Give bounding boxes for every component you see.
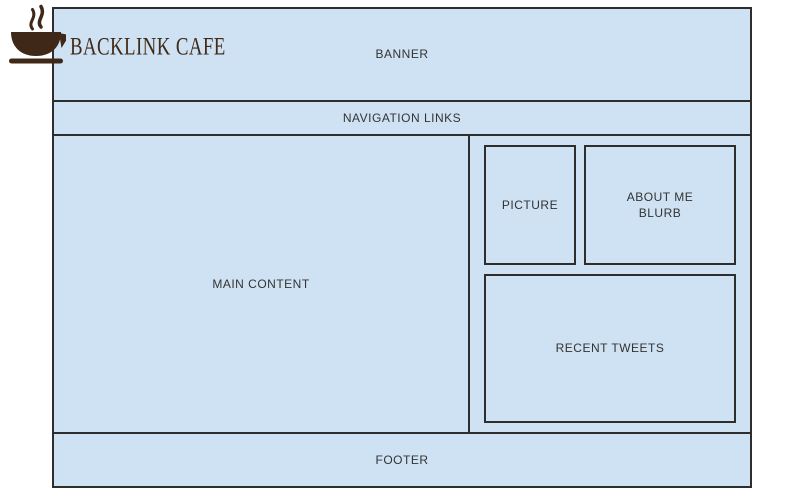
recent-tweets-label: RECENT TWEETS — [555, 341, 665, 356]
site-outline: BANNER NAVIGATION LINKS MAIN CONTENT PIC… — [52, 7, 752, 488]
recent-tweets-box: RECENT TWEETS — [484, 274, 736, 423]
navigation-section: NAVIGATION LINKS — [54, 100, 750, 134]
brand-name: BACKLINK CAFE — [70, 31, 226, 60]
sidebar-top-row: PICTURE ABOUT ME BLURB — [484, 145, 736, 265]
footer-section: FOOTER — [54, 432, 750, 486]
site-logo: BACKLINK CAFE — [6, 3, 260, 67]
picture-label: PICTURE — [501, 197, 559, 212]
about-me-label: ABOUT ME BLURB — [626, 189, 694, 220]
sidebar-section: PICTURE ABOUT ME BLURB RECENT TWEETS — [468, 136, 750, 432]
footer-label: FOOTER — [375, 452, 429, 467]
content-section: MAIN CONTENT PICTURE ABOUT ME BLURB RECE… — [54, 134, 750, 432]
banner-label: BANNER — [375, 47, 429, 62]
navigation-label: NAVIGATION LINKS — [342, 110, 462, 125]
about-me-box: ABOUT ME BLURB — [584, 145, 736, 265]
picture-box: PICTURE — [484, 145, 576, 265]
main-content-section: MAIN CONTENT — [54, 136, 468, 432]
main-content-label: MAIN CONTENT — [212, 276, 310, 291]
coffee-cup-icon — [9, 4, 66, 64]
banner-section: BANNER — [54, 9, 750, 100]
